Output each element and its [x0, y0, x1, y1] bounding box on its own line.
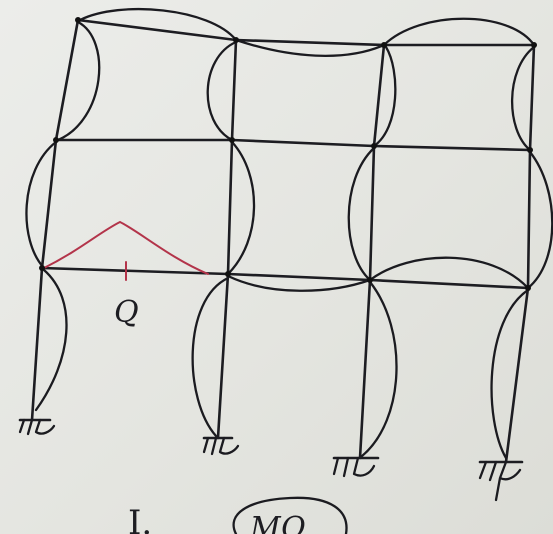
support-1 [18, 418, 56, 436]
caption-circle [232, 496, 348, 534]
joint [525, 285, 531, 291]
columns [30, 18, 536, 464]
curve-low-beam-2 [226, 274, 372, 292]
column-3 [358, 43, 386, 460]
curve-mid-col-2 [226, 140, 256, 276]
column-4 [504, 43, 536, 464]
beams [40, 18, 536, 290]
beam-mid-2 [230, 138, 376, 148]
support-4 [478, 460, 524, 502]
support-3 [332, 456, 380, 478]
column-1 [30, 18, 80, 422]
caption-circled-text: MQ [249, 511, 305, 534]
beam-low-3 [368, 278, 530, 290]
beam-low-2 [226, 272, 372, 282]
joint [367, 277, 373, 283]
joint [75, 17, 81, 23]
joint [527, 147, 533, 153]
curve-low-beam-3 [368, 256, 530, 290]
point-label-q: Q [114, 295, 139, 330]
joint [53, 137, 59, 143]
curve-base-col-1 [34, 268, 68, 412]
joint [371, 143, 377, 149]
curve-top-beam-2 [234, 38, 386, 57]
beam-mid-3 [372, 144, 532, 152]
curve-top-col-4 [510, 45, 536, 152]
joint [233, 37, 239, 43]
curve-top-beam-3 [382, 17, 536, 47]
beam-top-1 [76, 18, 238, 42]
red-annotation [43, 220, 209, 281]
curve-top-col-3 [372, 45, 397, 148]
red-moment-peak [43, 220, 209, 275]
joint [229, 137, 235, 143]
curve-mid-col-4 [526, 150, 553, 290]
curve-top-beam-1 [78, 7, 238, 42]
joint [39, 265, 45, 271]
beam-top-2 [234, 38, 386, 47]
support-hatch [18, 418, 56, 436]
joints [39, 17, 537, 291]
curve-base-col-4 [490, 288, 530, 460]
support-hatch [202, 436, 240, 456]
beam-low-1 [40, 266, 230, 276]
joint [225, 271, 231, 277]
curve-base-col-2 [191, 276, 230, 438]
joint [531, 42, 537, 48]
column-2 [216, 38, 238, 440]
support-hatch [332, 456, 376, 478]
support-hatch [478, 460, 522, 502]
curve-top-col-2 [206, 40, 238, 142]
curve-top-left-col [56, 20, 101, 142]
joint [381, 42, 387, 48]
curve-base-col-3 [360, 280, 398, 458]
curve-mid-col-1 [25, 140, 58, 270]
moment-curves [25, 7, 553, 460]
curve-mid-col-3 [347, 146, 376, 282]
support-2 [202, 436, 240, 456]
caption-prefix: I. [128, 503, 152, 534]
